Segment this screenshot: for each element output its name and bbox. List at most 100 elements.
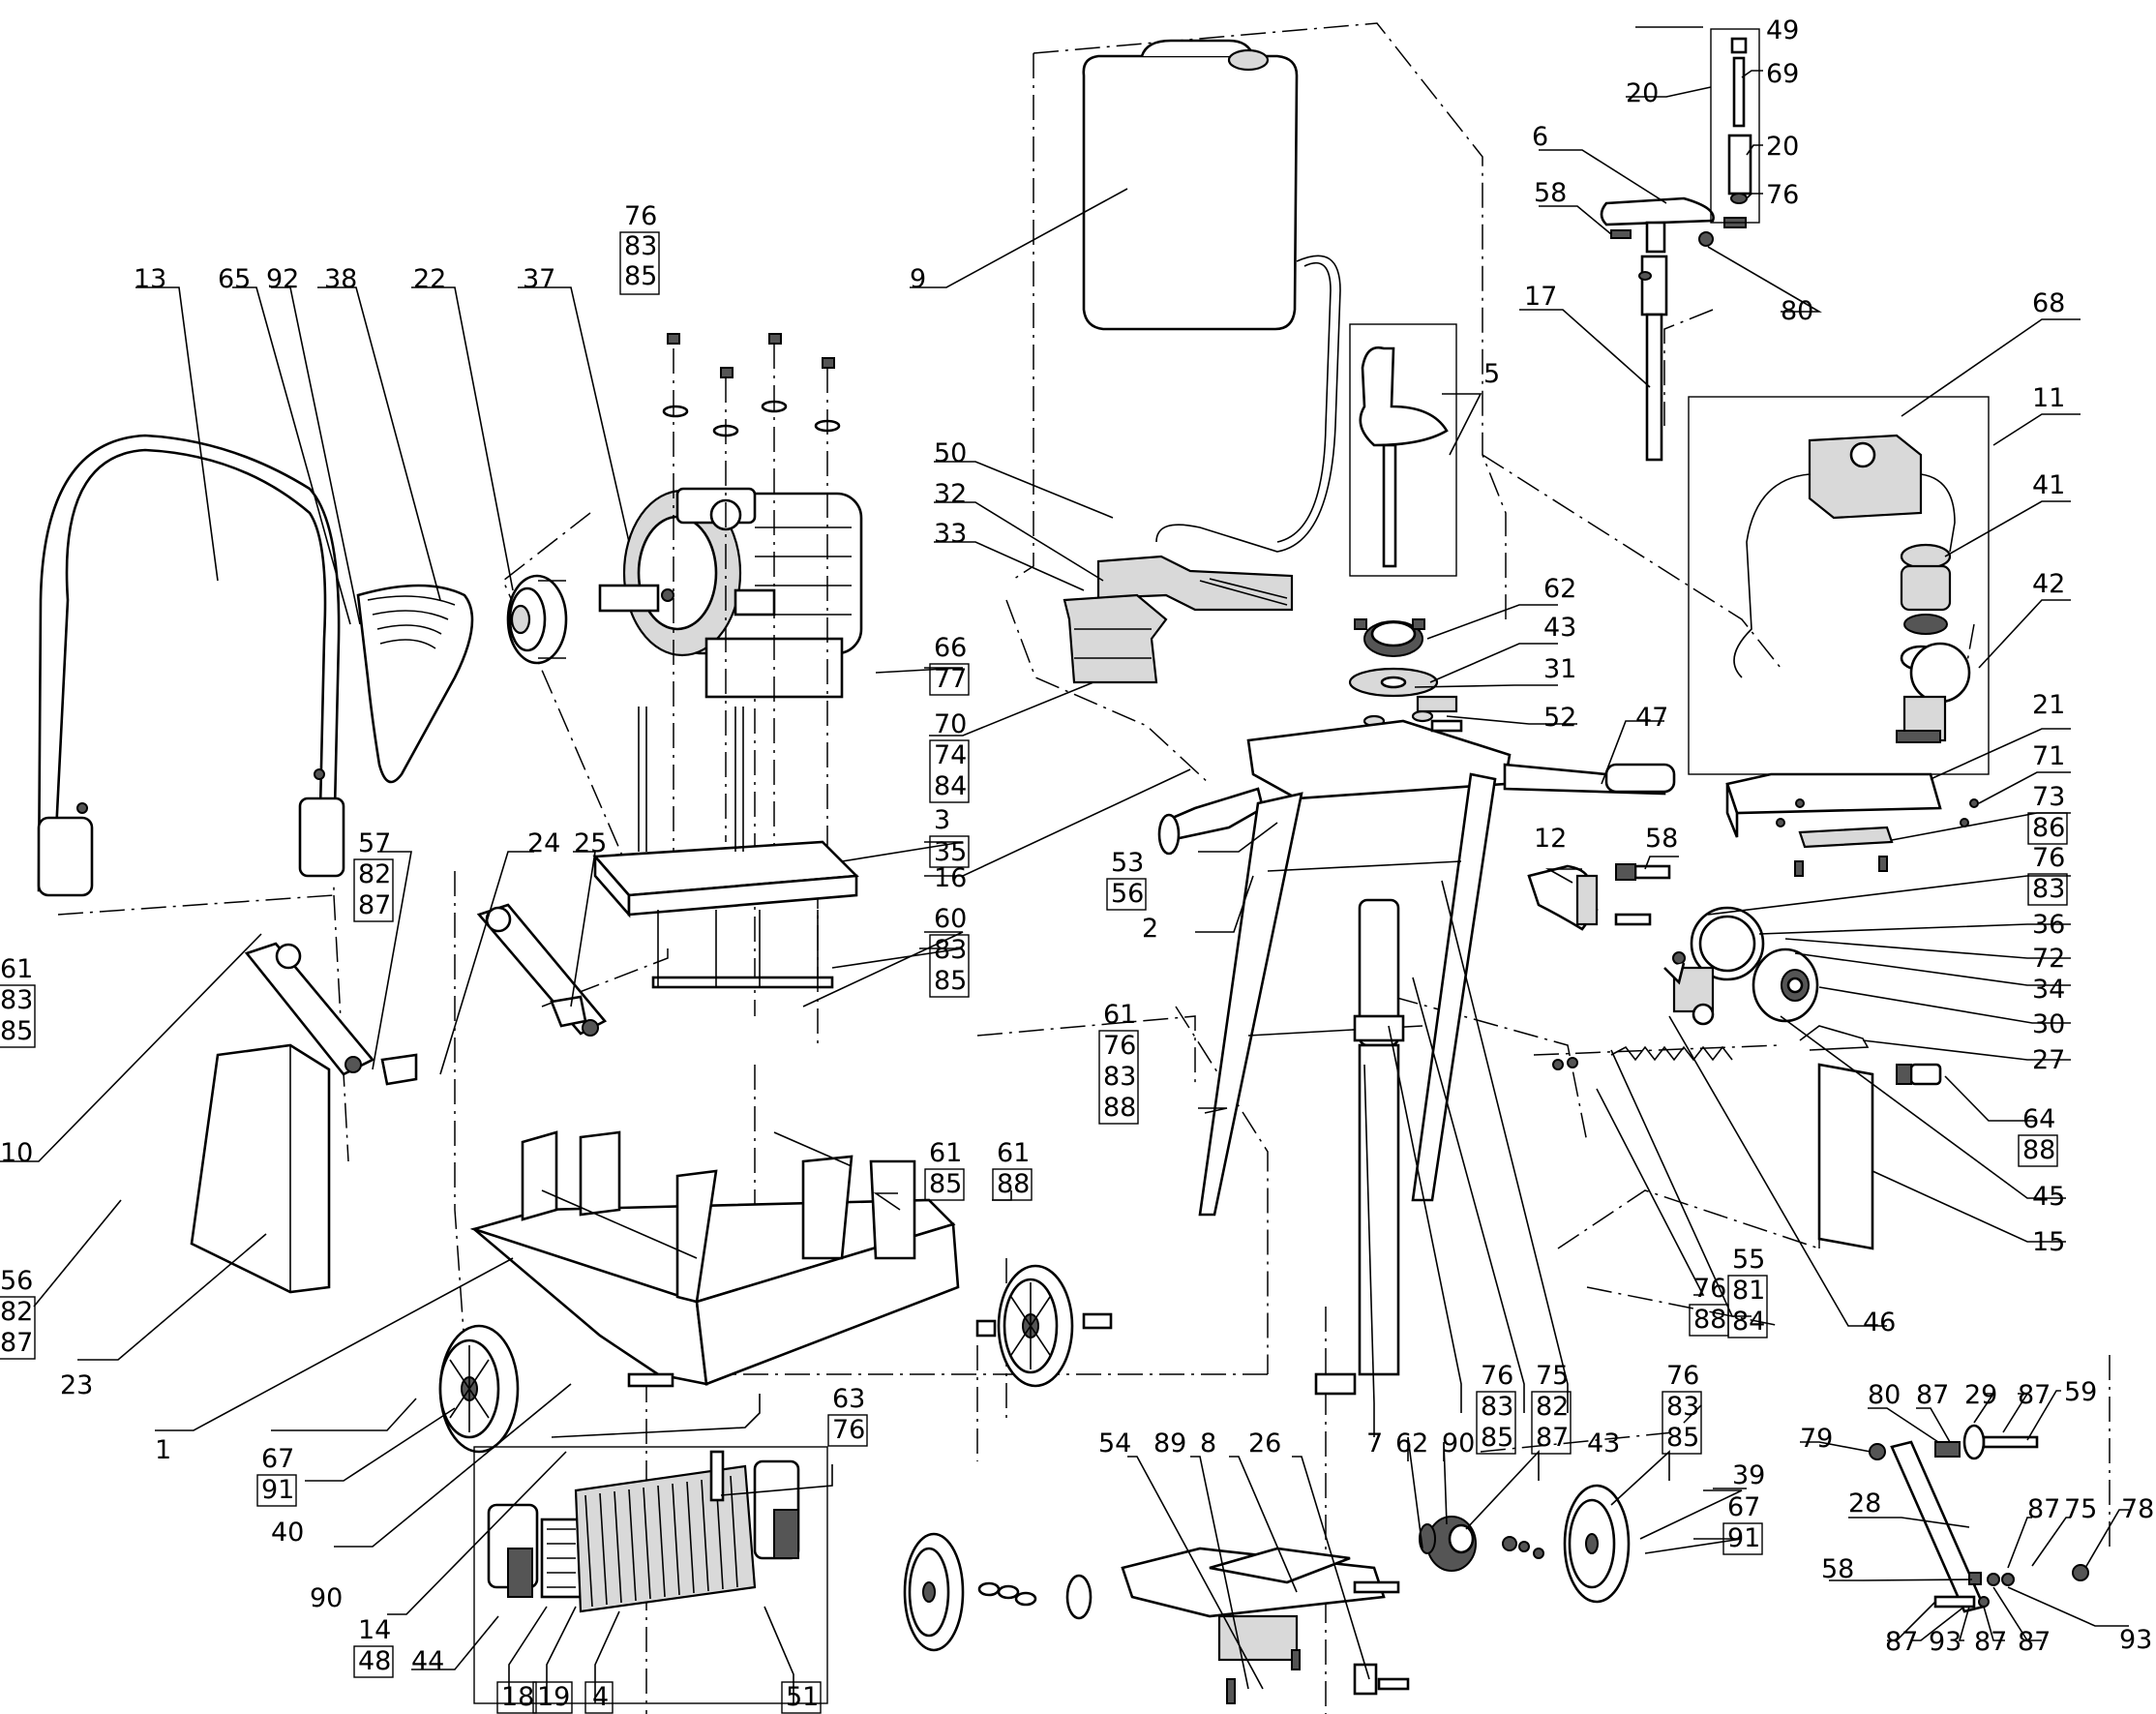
part-labels: 13 65 92 38 22 37 76 83 85 9 50 32 33 66…	[0, 15, 2154, 1712]
label-85-b: 85	[934, 966, 967, 996]
label-83-d: 83	[1103, 1062, 1136, 1092]
label-9: 9	[910, 264, 926, 294]
label-67-a: 67	[261, 1444, 294, 1474]
label-88-d: 88	[1693, 1305, 1726, 1335]
label-1: 1	[155, 1435, 171, 1465]
label-58-a: 58	[1534, 178, 1567, 208]
label-76-f: 76	[1693, 1274, 1726, 1304]
label-60: 60	[934, 904, 967, 934]
label-10: 10	[0, 1138, 33, 1168]
label-46: 46	[1863, 1308, 1896, 1338]
motor-37	[598, 487, 863, 699]
label-8: 8	[1200, 1428, 1216, 1458]
label-61-a: 61	[0, 954, 33, 984]
plate-15	[1817, 1063, 1874, 1250]
label-90-a: 90	[310, 1583, 343, 1613]
label-23: 23	[60, 1370, 93, 1400]
label-87-b: 87	[0, 1328, 33, 1358]
label-3: 3	[934, 805, 950, 835]
label-82-a: 82	[358, 859, 391, 889]
label-42: 42	[2032, 569, 2065, 599]
frame-base-1	[469, 1130, 960, 1388]
label-87-f: 87	[2027, 1494, 2060, 1524]
label-13: 13	[134, 264, 166, 294]
label-70: 70	[934, 709, 967, 739]
label-88-b: 88	[1103, 1093, 1136, 1123]
label-71: 71	[2032, 741, 2065, 771]
label-82-c: 82	[1536, 1392, 1569, 1422]
label-91-a: 91	[261, 1475, 294, 1505]
label-80-b: 80	[1868, 1380, 1901, 1410]
label-85-c: 85	[0, 1016, 33, 1046]
label-34: 34	[2032, 975, 2065, 1005]
axle-assembly-8	[977, 1516, 1544, 1704]
label-30: 30	[2032, 1009, 2065, 1039]
rod-27	[1799, 1025, 1870, 1051]
label-65: 65	[218, 264, 251, 294]
label-80-a: 80	[1781, 296, 1813, 326]
label-54: 54	[1098, 1428, 1131, 1458]
label-87-h: 87	[1974, 1627, 2007, 1657]
label-20-a: 20	[1626, 78, 1659, 108]
label-76-g: 76	[1481, 1361, 1513, 1391]
label-87-i: 87	[2018, 1627, 2051, 1657]
motor-plate-3	[592, 707, 859, 989]
label-45: 45	[2032, 1182, 2065, 1212]
label-58-c: 58	[1821, 1554, 1854, 1584]
label-7: 7	[1366, 1428, 1383, 1458]
leader-lines	[0, 26, 2129, 1703]
label-91-b: 91	[1727, 1523, 1760, 1553]
label-17: 17	[1524, 282, 1557, 312]
label-67-b: 67	[1727, 1492, 1760, 1522]
belt-guard-23	[190, 1043, 331, 1294]
label-69: 69	[1766, 59, 1799, 89]
label-11: 11	[2032, 383, 2065, 413]
label-2: 2	[1142, 914, 1158, 944]
knob-30	[1752, 947, 1819, 1023]
pulley-22	[506, 574, 568, 665]
label-68: 68	[2032, 288, 2065, 318]
brush-strip-33	[1063, 593, 1168, 684]
label-85-d: 85	[929, 1169, 962, 1199]
label-61-b: 61	[929, 1138, 962, 1168]
label-73: 73	[2032, 782, 2065, 812]
label-25: 25	[574, 828, 607, 858]
bracket-14	[551, 1394, 761, 1502]
label-4: 4	[592, 1682, 609, 1712]
handle-frame-2	[1157, 695, 1676, 1217]
label-56-b: 56	[1111, 879, 1144, 909]
label-62-b: 62	[1395, 1428, 1428, 1458]
label-61-c: 61	[997, 1138, 1030, 1168]
bracket-24	[380, 1053, 418, 1086]
label-79: 79	[1800, 1424, 1833, 1454]
label-35: 35	[934, 837, 967, 867]
label-36: 36	[2032, 910, 2065, 940]
label-83-f: 83	[1481, 1392, 1513, 1422]
label-87-e: 87	[2018, 1380, 2051, 1410]
label-15: 15	[2032, 1227, 2065, 1257]
label-85-f: 85	[1666, 1423, 1699, 1453]
label-90-b: 90	[1442, 1428, 1475, 1458]
label-62-a: 62	[1543, 574, 1576, 604]
label-31: 31	[1543, 654, 1576, 684]
label-86: 86	[2032, 813, 2065, 843]
label-48: 48	[358, 1646, 391, 1676]
label-29: 29	[1964, 1380, 1997, 1410]
label-38: 38	[324, 264, 357, 294]
label-24: 24	[527, 828, 560, 858]
label-83-e: 83	[2032, 874, 2065, 904]
bracket-21	[1725, 772, 1979, 877]
label-51: 51	[786, 1682, 819, 1712]
drive-belt-38	[356, 584, 474, 784]
label-83-c: 83	[0, 985, 33, 1015]
label-75-a: 75	[1536, 1361, 1569, 1391]
label-47: 47	[1635, 703, 1668, 733]
label-16: 16	[934, 863, 967, 893]
label-32: 32	[934, 479, 967, 509]
label-12: 12	[1534, 824, 1567, 854]
label-74: 74	[934, 740, 967, 770]
label-88-a: 88	[997, 1169, 1030, 1199]
label-82-b: 82	[0, 1297, 33, 1327]
label-88-c: 88	[2022, 1135, 2055, 1165]
label-76-a: 76	[624, 201, 657, 231]
